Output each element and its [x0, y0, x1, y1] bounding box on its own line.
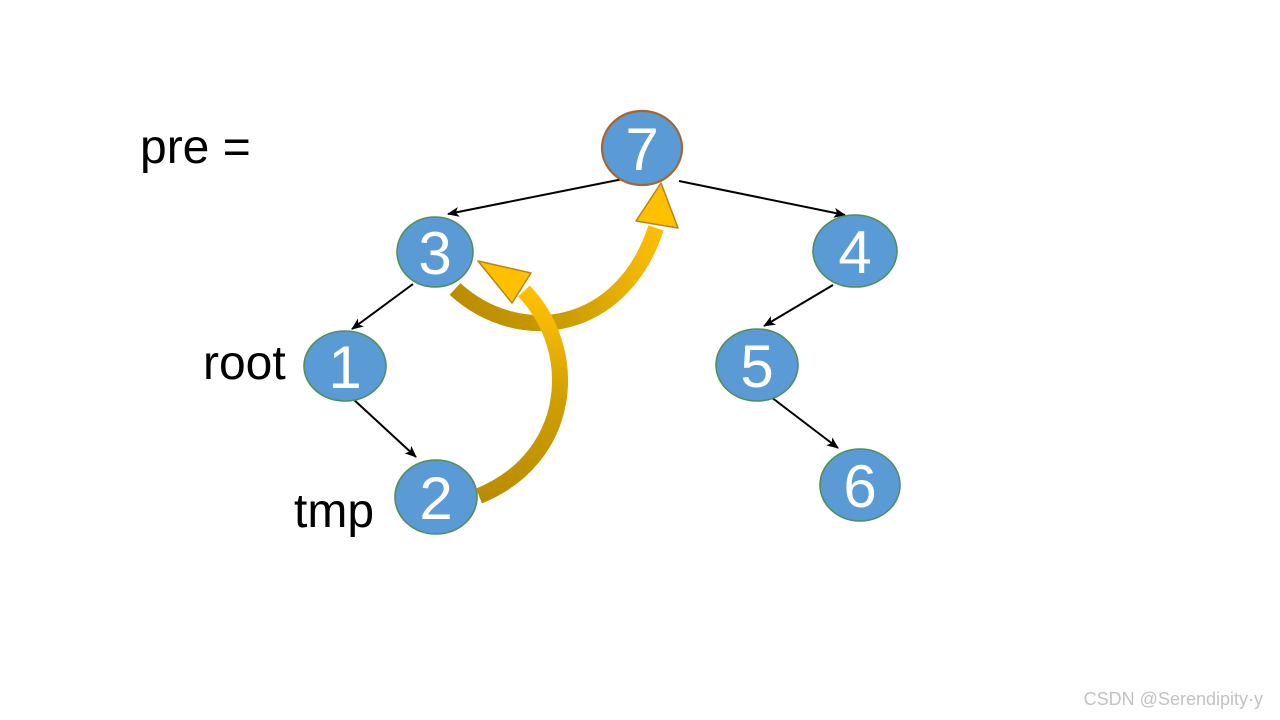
edge-3-to-1 [351, 283, 414, 330]
node-1-circle [303, 330, 387, 402]
node-5-circle [715, 328, 799, 402]
tree-node-4: 4 [812, 214, 898, 288]
tree-edges [351, 177, 846, 458]
gold-arrow-2-to-3 [475, 260, 568, 504]
tree-nodes: 7 3 4 1 5 2 6 [303, 109, 901, 535]
gold-arrow-2-to-3-head [477, 260, 532, 304]
edge-7-to-4 [678, 180, 846, 218]
csdn-watermark: CSDN @Serendipity·y [1084, 689, 1263, 709]
root-pointer-label: root [203, 337, 286, 390]
edge-4-to-5 [763, 284, 834, 327]
edge-1-to-2 [351, 397, 417, 458]
node-5-label: 5 [740, 333, 773, 400]
gold-arrow-3-to-7-body [449, 225, 664, 332]
node-1-label: 1 [328, 334, 361, 401]
tree-node-3: 3 [396, 216, 474, 288]
node-4-circle [812, 214, 898, 288]
tree-node-5: 5 [715, 328, 799, 402]
node-4-label: 4 [838, 219, 871, 286]
node-6-label: 6 [843, 453, 876, 520]
highlight-arrows [449, 182, 679, 504]
gold-arrow-3-to-7 [449, 182, 679, 332]
gold-arrow-2-to-3-body [475, 285, 568, 504]
edge-7-to-3 [447, 177, 629, 217]
node-6-circle [819, 448, 901, 522]
edge-5-to-6 [770, 396, 839, 449]
tree-node-1: 1 [303, 330, 387, 402]
tree-node-6: 6 [819, 448, 901, 522]
tree-node-7: 7 [600, 109, 684, 187]
tmp-pointer-label: tmp [294, 485, 374, 538]
text-labels: pre = root tmp [140, 121, 374, 538]
node-3-label: 3 [418, 220, 451, 287]
gold-arrow-3-to-7-head [635, 182, 679, 229]
node-2-label: 2 [419, 465, 452, 532]
node-7-circle [600, 109, 684, 187]
node-3-circle [396, 216, 474, 288]
tree-node-2: 2 [394, 459, 478, 535]
node-7-label: 7 [625, 116, 658, 183]
node-2-circle [394, 459, 478, 535]
pre-label: pre = [140, 121, 251, 174]
